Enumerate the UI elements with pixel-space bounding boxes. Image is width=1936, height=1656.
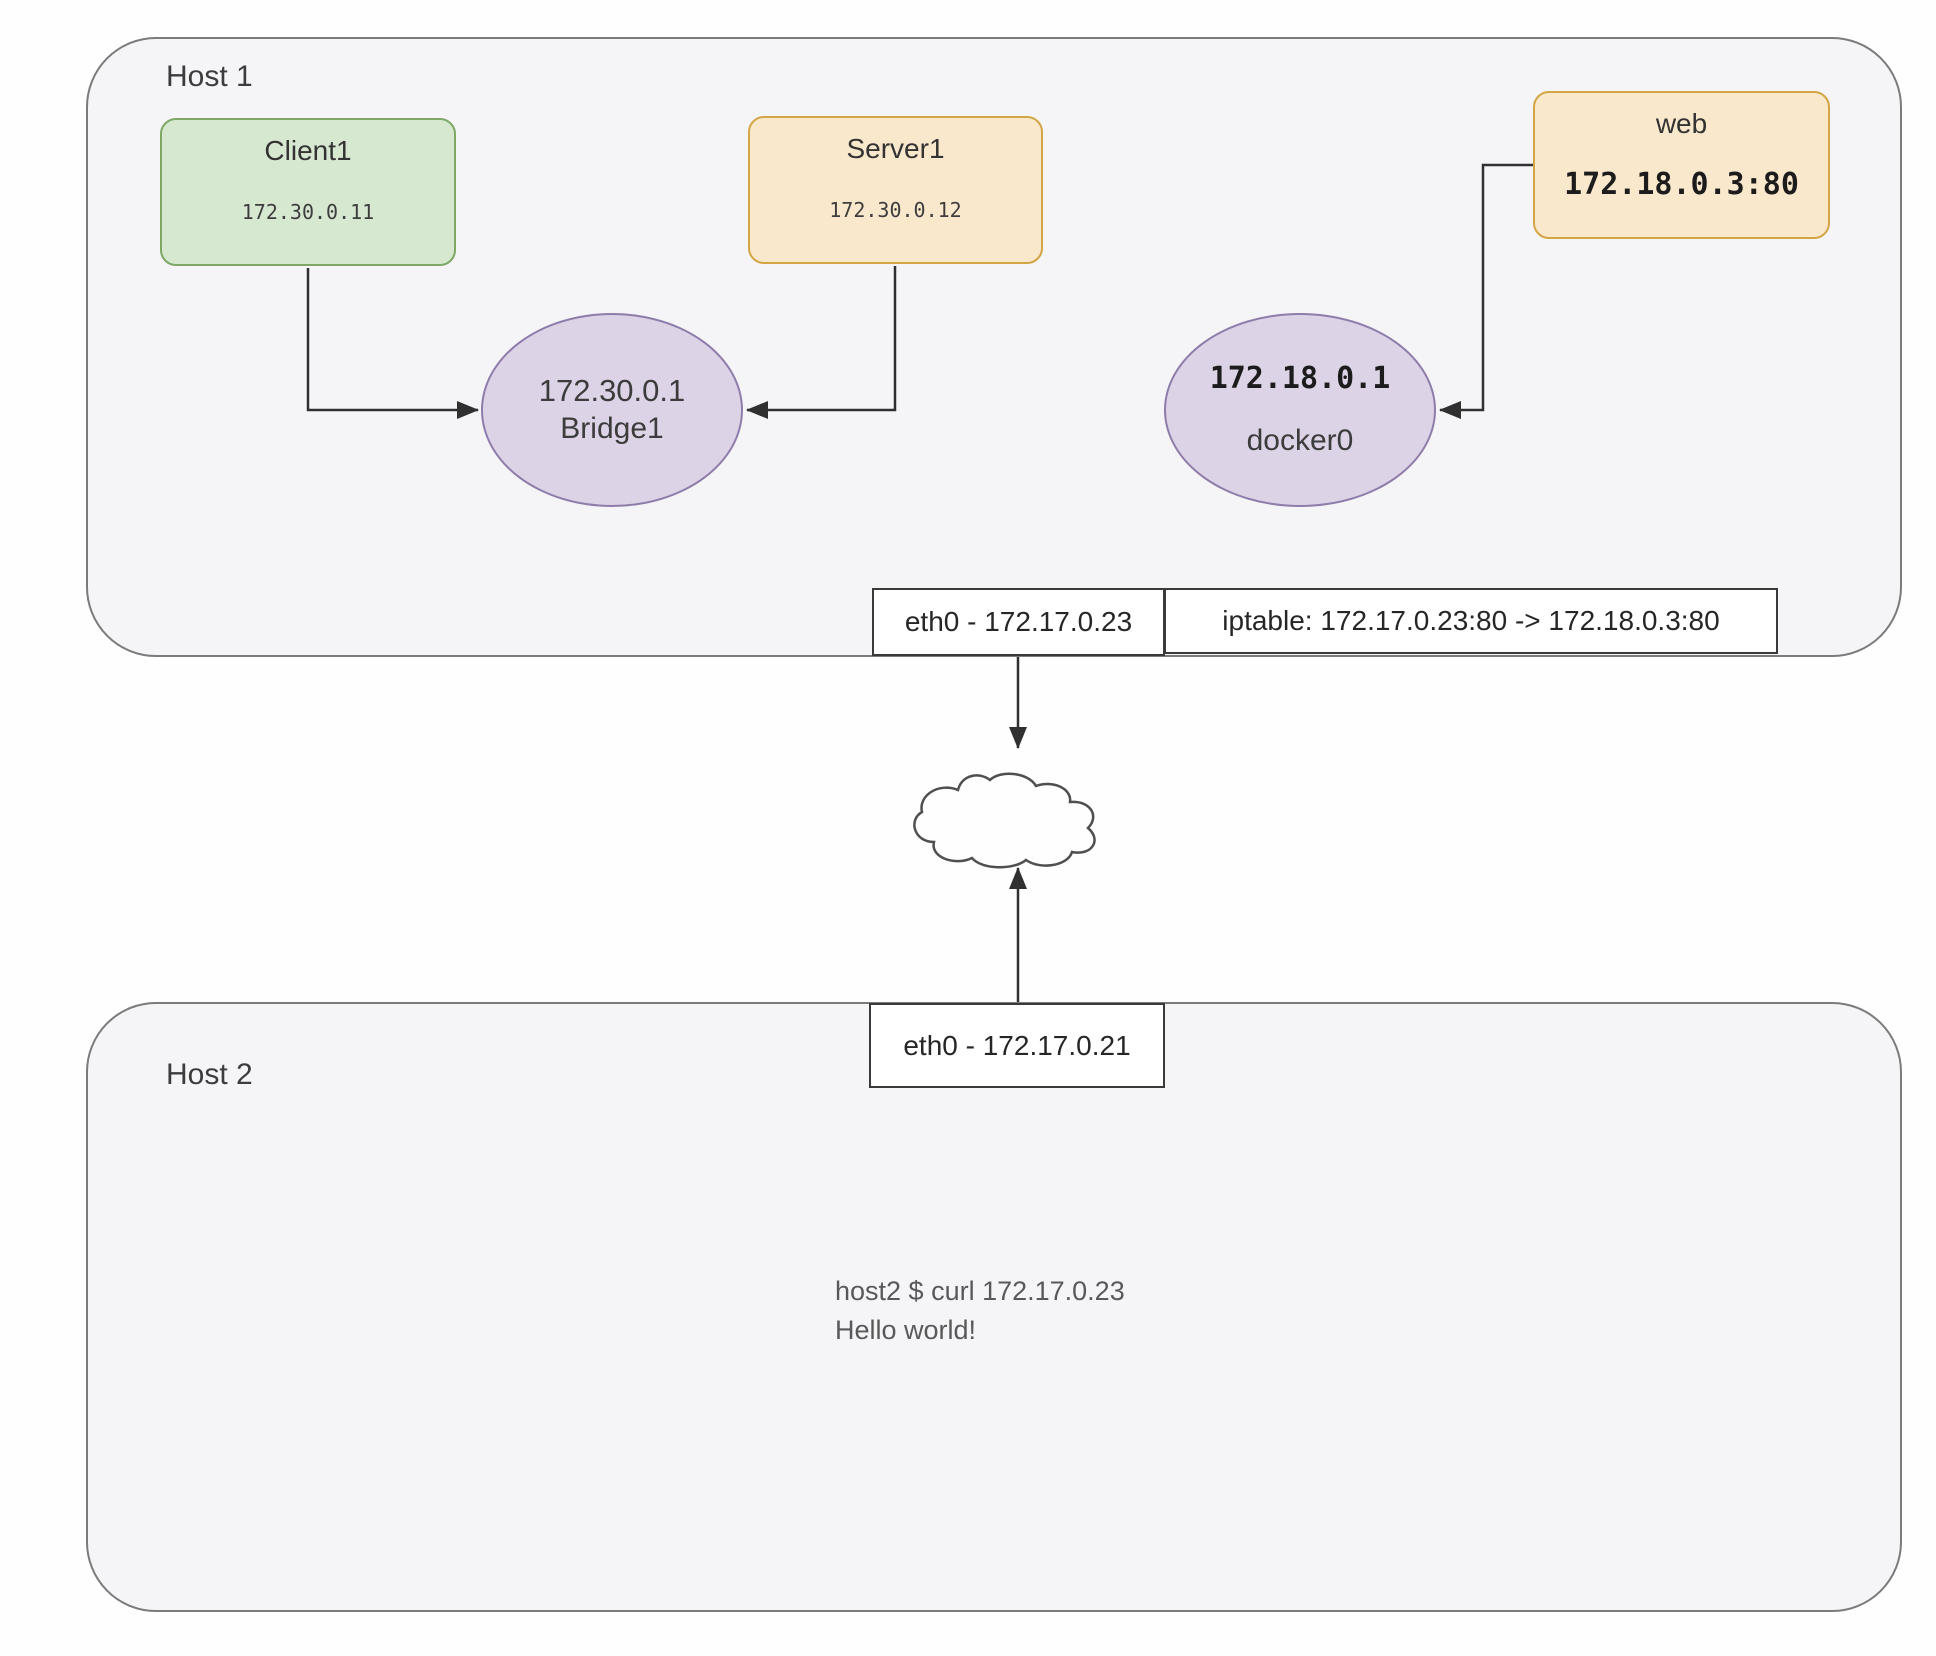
- host2-eth0-label: eth0 - 172.17.0.21: [903, 1029, 1131, 1061]
- docker0-name: docker0: [1246, 424, 1354, 457]
- server1-node: Server1 172.30.0.12: [748, 116, 1043, 264]
- docker0-ip: 172.18.0.1: [1209, 361, 1391, 396]
- bridge1-ip: 172.30.0.1: [538, 373, 686, 408]
- host1-eth0-box: eth0 - 172.17.0.23: [872, 588, 1165, 656]
- docker0-ellipse: 172.18.0.1 docker0: [1164, 313, 1436, 507]
- client1-ip: 172.30.0.11: [241, 200, 375, 224]
- server1-title: Server1: [846, 133, 945, 164]
- client1-node: Client1 172.30.0.11: [160, 118, 456, 266]
- host1-eth0-label: eth0 - 172.17.0.23: [904, 606, 1133, 637]
- web-title: web: [1655, 108, 1708, 139]
- host1-label: Host 1: [166, 60, 253, 93]
- host2-label: Host 2: [166, 1058, 253, 1091]
- internet-cloud: [913, 772, 1096, 869]
- terminal-output: host2 $ curl 172.17.0.23 Hello world!: [835, 1272, 1125, 1350]
- client1-title: Client1: [264, 135, 352, 166]
- host2-container: [86, 1002, 1902, 1612]
- terminal-line-2: Hello world!: [835, 1315, 977, 1345]
- bridge1-name: Bridge1: [560, 412, 664, 445]
- iptable-label: iptable: 172.17.0.23:80 -> 172.18.0.3:80: [1222, 605, 1720, 636]
- host2-eth0-box: eth0 - 172.17.0.21: [869, 1003, 1165, 1088]
- server1-ip: 172.30.0.12: [829, 198, 962, 222]
- terminal-line-1: host2 $ curl 172.17.0.23: [835, 1276, 1125, 1306]
- web-ip: 172.18.0.3:80: [1564, 167, 1799, 202]
- web-node: web 172.18.0.3:80: [1533, 91, 1830, 239]
- iptable-box: iptable: 172.17.0.23:80 -> 172.18.0.3:80: [1164, 588, 1778, 654]
- bridge1-ellipse: 172.30.0.1 Bridge1: [481, 313, 743, 507]
